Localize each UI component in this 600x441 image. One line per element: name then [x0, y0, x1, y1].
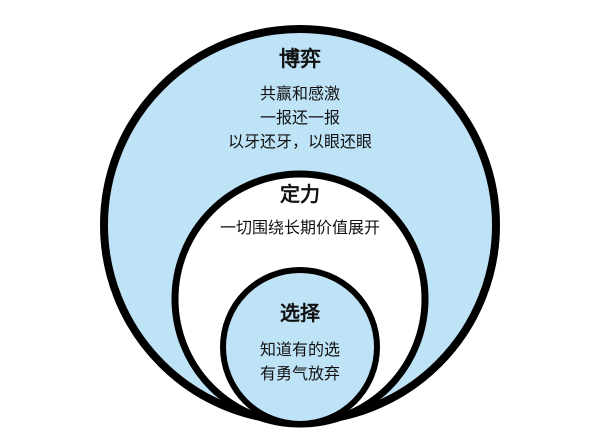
- outer-circle-line-3: 以牙还牙，以眼还眼: [228, 132, 372, 151]
- inner-circle-line-1: 知道有的选: [260, 340, 340, 359]
- middle-circle-title: 定力: [280, 182, 320, 206]
- middle-circle-line-1: 一切围绕长期价值展开: [220, 218, 380, 237]
- inner-circle-title: 选择: [280, 301, 321, 325]
- outer-circle-line-2: 一报还一报: [260, 108, 340, 127]
- outer-circle-line-1: 共赢和感激: [260, 84, 340, 103]
- inner-circle: [220, 267, 380, 427]
- inner-circle-group: 选择 知道有的选 有勇气放弃: [220, 267, 380, 427]
- inner-circle-line-2: 有勇气放弃: [260, 364, 340, 383]
- outer-circle-title: 博弈: [279, 46, 321, 71]
